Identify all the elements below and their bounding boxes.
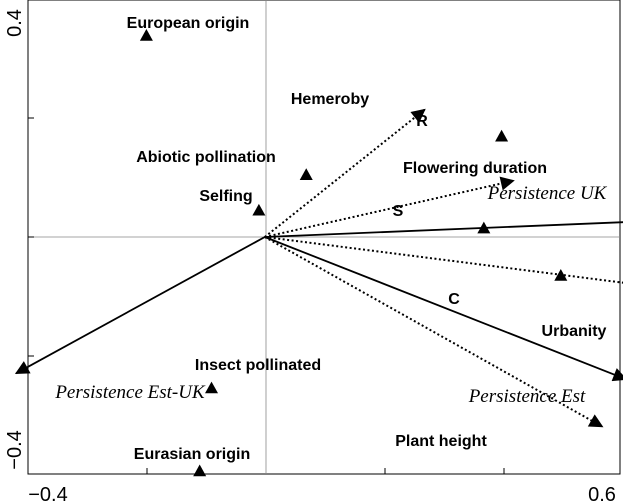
trait-points bbox=[139, 29, 568, 477]
x-tick-label-right: 0.6 bbox=[588, 484, 616, 504]
point-label: Eurasian origin bbox=[134, 446, 250, 463]
trait-marker-0 bbox=[139, 29, 153, 41]
x-tick-label-left: −0.4 bbox=[28, 484, 67, 504]
environmental-vectors bbox=[14, 108, 623, 428]
trait-marker-7 bbox=[193, 464, 207, 477]
vector-label: Persistence UK bbox=[487, 183, 608, 204]
trait-marker-6 bbox=[205, 381, 219, 394]
vector-arrow-5 bbox=[264, 236, 623, 382]
trait-marker-5 bbox=[554, 269, 568, 281]
vector-label: Persistence Est bbox=[468, 386, 586, 407]
vector-label: Persistence Est-UK bbox=[54, 382, 206, 403]
vector-arrow-2 bbox=[264, 236, 623, 284]
vector-arrow-6 bbox=[14, 236, 266, 375]
vector-arrow-1 bbox=[264, 176, 515, 238]
point-label: Selfing bbox=[199, 188, 252, 205]
point-label: European origin bbox=[127, 15, 250, 32]
trait-marker-4 bbox=[477, 221, 491, 234]
vector-arrow-4 bbox=[264, 221, 623, 238]
point-label: R bbox=[416, 113, 428, 130]
x-ticks bbox=[27, 468, 621, 474]
point-label: C bbox=[448, 291, 460, 308]
y-tick-label-top: 0.4 bbox=[4, 9, 26, 37]
vector-label: Hemeroby bbox=[291, 91, 369, 108]
trait-marker-3 bbox=[252, 203, 266, 216]
point-label: Abiotic pollination bbox=[136, 149, 276, 166]
point-label: Insect pollinated bbox=[195, 357, 321, 374]
trait-marker-1 bbox=[495, 129, 509, 142]
trait-marker-2 bbox=[299, 168, 313, 180]
y-tick-label-bottom: −0.4 bbox=[4, 430, 26, 469]
vector-label: Urbanity bbox=[542, 323, 607, 340]
vector-label: Flowering duration bbox=[403, 160, 547, 177]
vector-label: Plant height bbox=[395, 433, 487, 450]
point-label: S bbox=[393, 203, 404, 220]
y-ticks bbox=[28, 0, 34, 475]
vector-arrow-3 bbox=[264, 236, 604, 428]
